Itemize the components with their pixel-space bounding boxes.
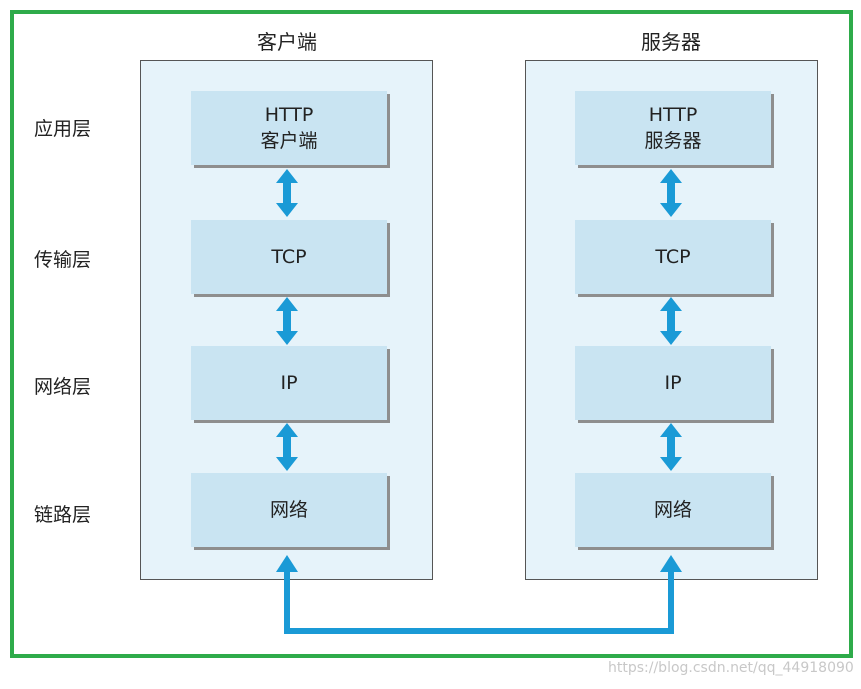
outer-frame bbox=[10, 10, 853, 658]
server-http-label: HTTP bbox=[648, 104, 698, 126]
server-ip-network-arrow-icon bbox=[660, 423, 682, 471]
server-network-box: 网络 bbox=[575, 473, 771, 547]
link-layer-label: 链路层 bbox=[34, 504, 92, 526]
server-network-label: 网络 bbox=[653, 499, 692, 521]
link-path-line bbox=[284, 572, 674, 634]
client-ip-network-arrow-icon bbox=[276, 423, 298, 471]
link-arrowhead-client-icon bbox=[276, 555, 298, 572]
watermark: https://blog.csdn.net/qq_44918090 bbox=[608, 660, 854, 676]
client-tcp-ip-arrow-icon bbox=[276, 297, 298, 345]
client-ip-box: IP bbox=[191, 346, 387, 420]
client-network-label: 网络 bbox=[269, 499, 308, 521]
client-tcp-box: TCP bbox=[191, 220, 387, 294]
server-tcp-ip-arrow-icon bbox=[660, 297, 682, 345]
server-ip-box: IP bbox=[575, 346, 771, 420]
client-http-tcp-arrow-icon bbox=[276, 169, 298, 217]
network-layer-label: 网络层 bbox=[34, 376, 92, 398]
server-http-box: HTTP 服务器 bbox=[575, 91, 771, 165]
client-tcp-label: TCP bbox=[271, 246, 307, 268]
server-column-title: 服务器 bbox=[641, 30, 701, 54]
client-http-label: HTTP bbox=[264, 104, 314, 126]
server-http-tcp-arrow-icon bbox=[660, 169, 682, 217]
server-http-sublabel: 服务器 bbox=[644, 130, 702, 152]
server-ip-label: IP bbox=[664, 372, 682, 394]
client-http-sublabel: 客户端 bbox=[260, 130, 318, 152]
server-tcp-box: TCP bbox=[575, 220, 771, 294]
link-arrowhead-server-icon bbox=[660, 555, 682, 572]
client-ip-label: IP bbox=[280, 372, 298, 394]
client-column-title: 客户端 bbox=[257, 30, 317, 54]
server-tcp-label: TCP bbox=[655, 246, 691, 268]
transport-layer-label: 传输层 bbox=[34, 249, 92, 271]
client-network-box: 网络 bbox=[191, 473, 387, 547]
application-layer-label: 应用层 bbox=[34, 118, 92, 140]
client-http-box: HTTP 客户端 bbox=[191, 91, 387, 165]
